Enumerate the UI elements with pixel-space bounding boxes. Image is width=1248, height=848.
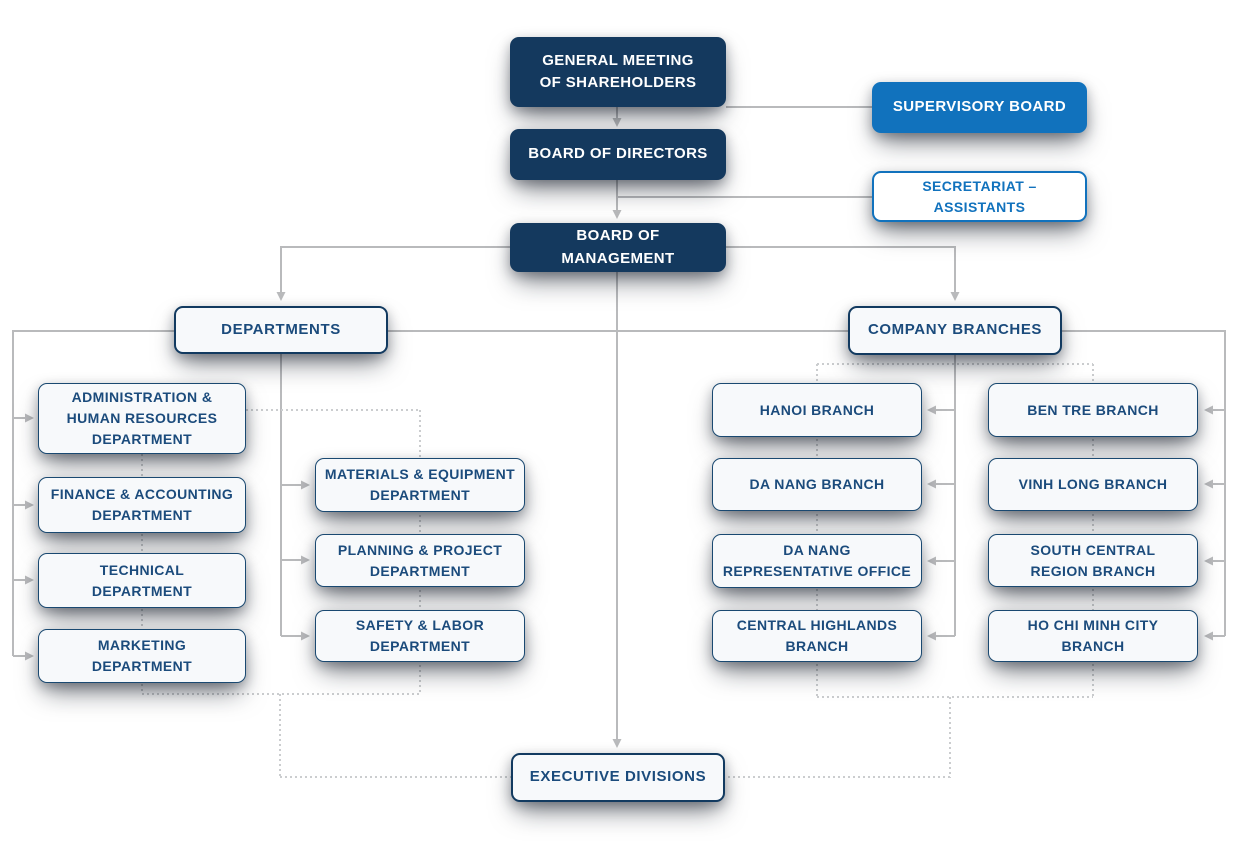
node-company-branches: COMPANY BRANCHES (848, 306, 1062, 355)
connector-solid (1062, 330, 1226, 636)
node-materials-department: MATERIALS & EQUIPMENT DEPARTMENT (315, 458, 525, 512)
node-da-nang-branch: DA NANG BRANCH (712, 458, 922, 511)
connector-solid (276, 246, 510, 301)
node-marketing-department: MARKETING DEPARTMENT (38, 629, 246, 683)
node-ben-tre-branch: BEN TRE BRANCH (988, 383, 1198, 437)
node-admin-hr-department: ADMINISTRATION & HUMAN RESOURCES DEPARTM… (38, 383, 246, 454)
node-safety-department: SAFETY & LABOR DEPARTMENT (315, 610, 525, 662)
node-central-highlands-branch: CENTRAL HIGHLANDS BRANCH (712, 610, 922, 662)
connector-solid (12, 330, 174, 656)
connector-solid (726, 246, 960, 301)
node-ho-chi-minh-branch: HO CHI MINH CITY BRANCH (988, 610, 1198, 662)
node-supervisory-board: SUPERVISORY BOARD (872, 82, 1087, 133)
node-finance-department: FINANCE & ACCOUNTING DEPARTMENT (38, 477, 246, 533)
node-south-central-branch: SOUTH CENTRAL REGION BRANCH (988, 534, 1198, 587)
node-general-meeting: GENERAL MEETING OF SHAREHOLDERS (510, 37, 726, 107)
node-technical-department: TECHNICAL DEPARTMENT (38, 553, 246, 608)
node-board-of-directors: BOARD OF DIRECTORS (510, 129, 726, 180)
node-vinh-long-branch: VINH LONG BRANCH (988, 458, 1198, 511)
node-secretariat-assistants: SECRETARIAT – ASSISTANTS (872, 171, 1087, 222)
node-hanoi-branch: HANOI BRANCH (712, 383, 922, 437)
node-departments: DEPARTMENTS (174, 306, 388, 354)
node-board-of-management: BOARD OF MANAGEMENT (510, 223, 726, 272)
node-planning-department: PLANNING & PROJECT DEPARTMENT (315, 534, 525, 587)
node-da-nang-rep-office: DA NANG REPRESENTATIVE OFFICE (712, 534, 922, 588)
node-executive-divisions: EXECUTIVE DIVISIONS (511, 753, 725, 802)
